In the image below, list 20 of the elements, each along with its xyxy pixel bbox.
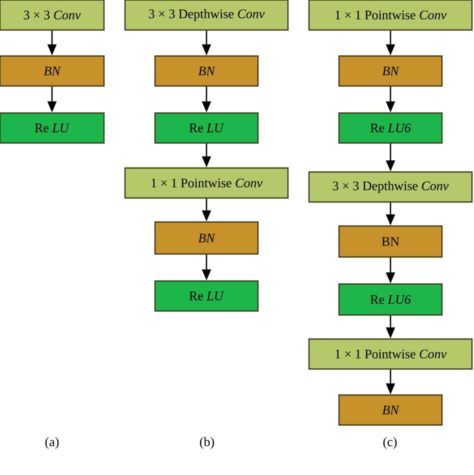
panel-label: (a) — [45, 437, 59, 449]
panel-label: (b) — [200, 437, 214, 449]
conv-box: 1 × 1 Pointwise Conv — [124, 167, 289, 199]
panel-label: (c) — [383, 437, 397, 449]
conv-box: 1 × 1 Pointwise Conv — [308, 0, 473, 31]
relu-box: Re LU — [154, 112, 259, 144]
batch-norm-box: BN — [0, 55, 105, 87]
conv-box: 3 × 3 Conv — [0, 0, 105, 31]
conv-box: 1 × 1 Pointwise Conv — [308, 338, 473, 370]
batch-norm-box: BN — [338, 225, 443, 258]
conv-box: 3 × 3 Depthwise Conv — [308, 171, 473, 203]
batch-norm-box: BN — [154, 55, 259, 87]
conv-box: 3 × 3 Depthwise Conv — [124, 0, 289, 31]
relu-box: Re LU6 — [338, 112, 443, 144]
relu-box: Re LU — [154, 280, 259, 312]
relu-box: Re LU6 — [338, 283, 443, 316]
batch-norm-box: BN — [338, 55, 443, 87]
relu-box: Re LU — [0, 112, 105, 144]
batch-norm-box: BN — [154, 221, 259, 255]
batch-norm-box: BN — [338, 394, 443, 426]
